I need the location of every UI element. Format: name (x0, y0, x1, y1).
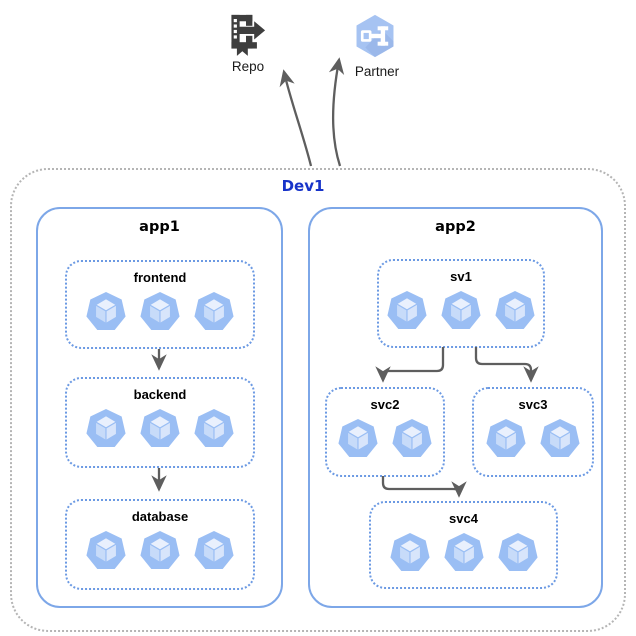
app2-title: app2 (435, 219, 476, 235)
pod-icon (494, 290, 536, 332)
backend-pods (67, 408, 253, 450)
pod-icon (193, 530, 235, 572)
pod-icon (139, 530, 181, 572)
sv1-pods (379, 290, 543, 332)
partner-icon (356, 14, 394, 58)
pod-icon (443, 532, 485, 574)
pod-icon (386, 290, 428, 332)
pod-icon (193, 291, 235, 333)
service-box-sv1: sv1 (377, 259, 545, 348)
service-box-backend: backend (65, 377, 255, 468)
svc3-title: svc3 (518, 397, 548, 412)
svc2-pods (327, 418, 443, 460)
frontend-title: frontend (133, 270, 187, 285)
svc4-pods (371, 532, 556, 574)
service-box-svc4: svc4 (369, 501, 558, 589)
pod-icon (139, 291, 181, 333)
svc3-pods (474, 418, 592, 460)
app1-title: app1 (139, 219, 180, 235)
app1-box: app1 frontend backend (36, 207, 283, 608)
pod-icon (337, 418, 379, 460)
dev1-label: Dev1 (281, 177, 325, 195)
svc4-title: svc4 (449, 511, 478, 526)
partner-label: Partner (354, 64, 400, 79)
edge-dev1-repo (279, 69, 313, 167)
frontend-pods (67, 291, 253, 333)
svc2-title: svc2 (370, 397, 400, 412)
service-box-svc3: svc3 (472, 387, 594, 477)
partner-node (353, 14, 397, 63)
pod-icon (485, 418, 527, 460)
app2-box: app2 sv1 svc2 (308, 207, 603, 608)
backend-title: backend (133, 387, 187, 402)
pod-icon (193, 408, 235, 450)
repo-icon (231, 14, 266, 56)
pod-icon (85, 530, 127, 572)
repo-label: Repo (231, 59, 265, 74)
service-box-frontend: frontend (65, 260, 255, 349)
dev1-boundary (10, 168, 626, 632)
pod-icon (389, 532, 431, 574)
database-pods (67, 530, 253, 572)
pod-icon (139, 408, 181, 450)
pod-icon (539, 418, 581, 460)
service-box-database: database (65, 499, 255, 590)
sv1-title: sv1 (450, 269, 472, 284)
pod-icon (391, 418, 433, 460)
pod-icon (497, 532, 539, 574)
repo-node (226, 12, 266, 61)
service-box-svc2: svc2 (325, 387, 445, 477)
pod-icon (85, 291, 127, 333)
pod-icon (85, 408, 127, 450)
database-title: database (131, 509, 189, 524)
pod-icon (440, 290, 482, 332)
